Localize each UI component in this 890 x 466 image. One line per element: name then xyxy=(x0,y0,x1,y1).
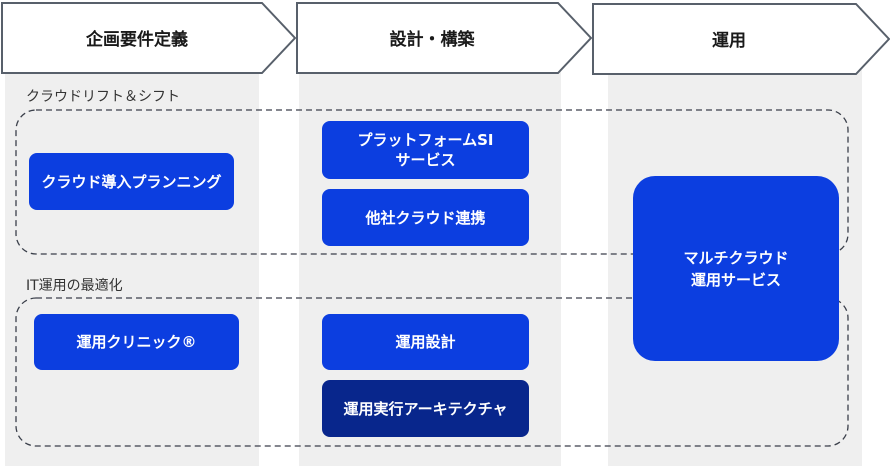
box-ops-clinic: 運用クリニック® xyxy=(34,314,239,370)
section-label-it-ops: IT運用の最適化 xyxy=(26,278,123,294)
box-ops-design-label: 運用設計 xyxy=(395,333,456,351)
phase-label-build: 設計・構築 xyxy=(389,30,475,50)
dashed-group-it-ops xyxy=(15,297,849,447)
box-ops-clinic-label: 運用クリニック® xyxy=(76,333,197,351)
phase-label-planning: 企画要件定義 xyxy=(86,30,188,50)
box-cloud-planning: クラウド導入プランニング xyxy=(29,153,234,210)
box-other-cloud: 他社クラウド連携 xyxy=(322,189,529,246)
box-other-cloud-label: 他社クラウド連携 xyxy=(365,208,486,227)
box-multicloud: マルチクラウド 運用サービス xyxy=(633,176,839,361)
column-bg-planning xyxy=(5,70,259,466)
box-platform-si-label: プラットフォームSI サービス xyxy=(357,131,494,169)
phase-label-operation: 運用 xyxy=(712,31,746,51)
box-ops-arch-label: 運用実行アーキテクチャ xyxy=(343,399,508,418)
box-multicloud-label: マルチクラウド 運用サービス xyxy=(683,248,789,289)
chevron-operation xyxy=(592,3,890,75)
box-cloud-planning-label: クラウド導入プランニング xyxy=(41,172,222,191)
dashed-group-cloud xyxy=(15,109,849,255)
box-ops-arch: 運用実行アーキテクチャ xyxy=(322,380,529,437)
box-ops-design: 運用設計 xyxy=(322,314,529,370)
box-platform-si: プラットフォームSI サービス xyxy=(322,121,529,179)
section-label-cloud: クラウドリフト＆シフト xyxy=(26,89,180,105)
chevron-planning xyxy=(1,1,297,74)
chevron-build xyxy=(296,1,593,74)
